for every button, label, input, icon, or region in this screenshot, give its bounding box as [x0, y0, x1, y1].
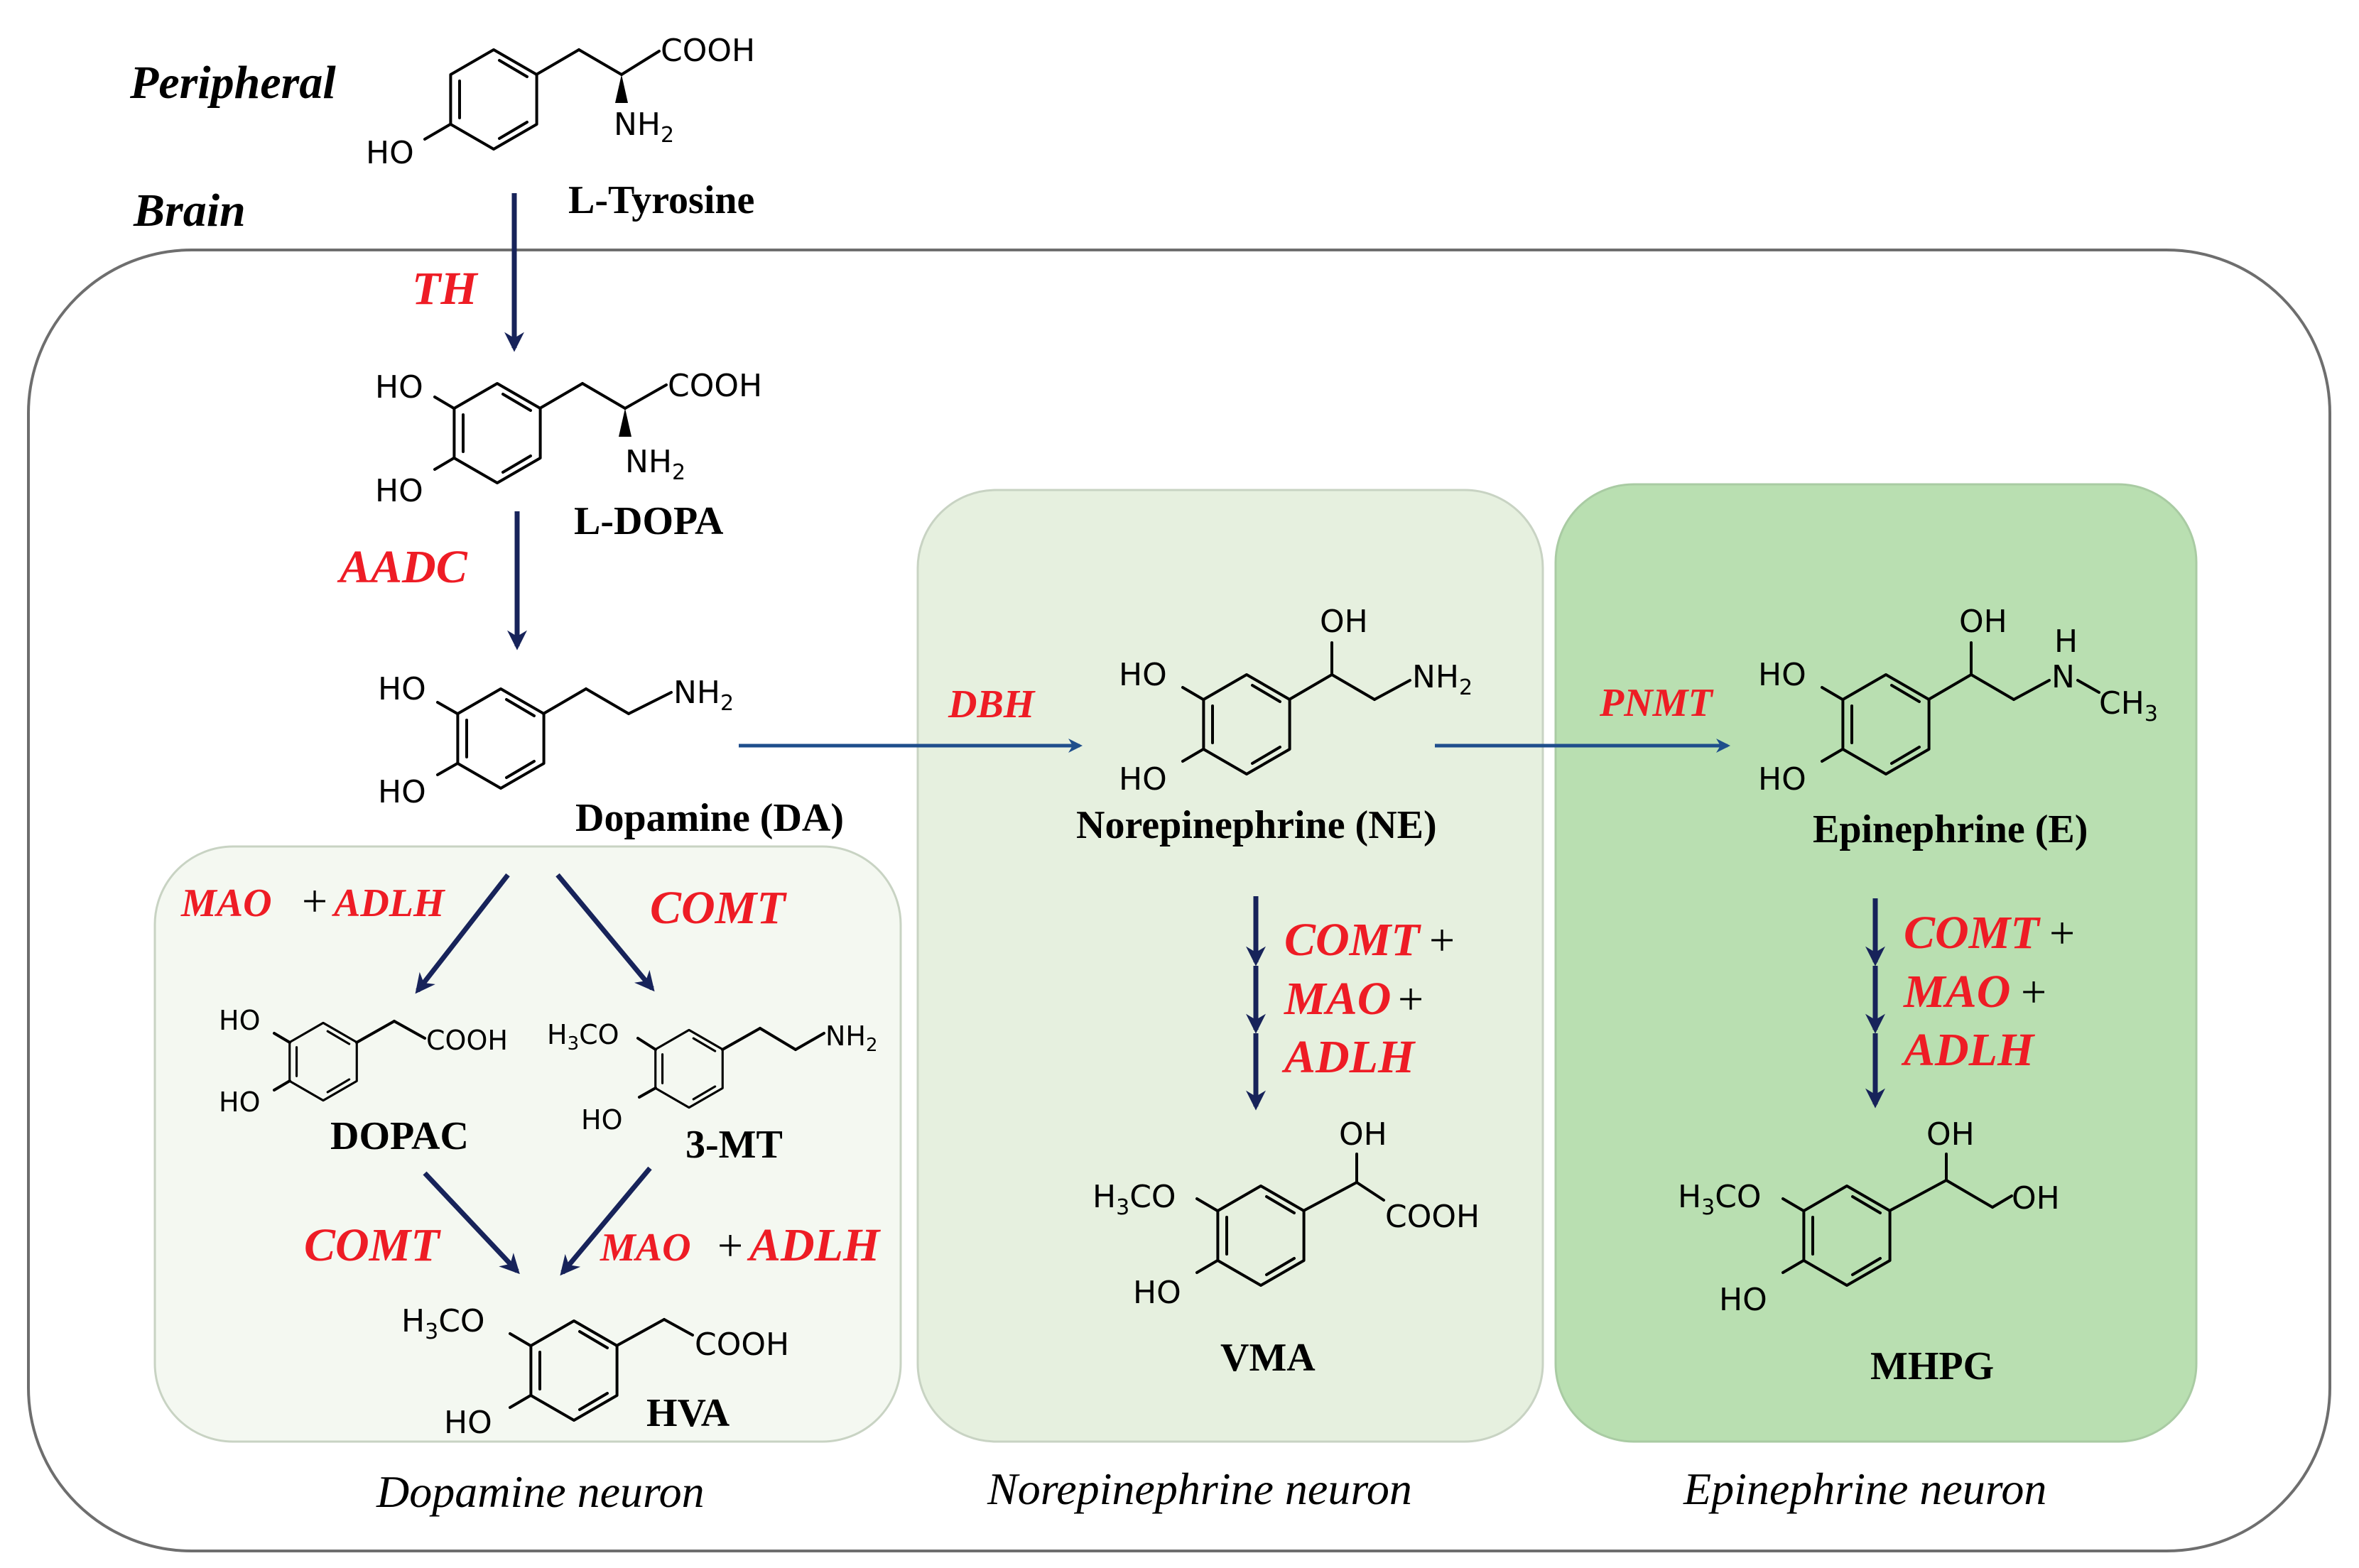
- plus-sign: +: [1398, 974, 1423, 1024]
- vma-structure: H3CO HO OH COOH: [1092, 1116, 1480, 1311]
- enzyme-comt: COMT: [1284, 914, 1421, 966]
- enzyme-adlh: ADLH: [747, 1219, 882, 1271]
- plus-sign: +: [2021, 967, 2046, 1017]
- atom-cooh: COOH: [426, 1025, 508, 1056]
- norepinephrine-name: Norepinephrine (NE): [1076, 803, 1437, 847]
- enzyme-stack-e: COMT + MAO + ADLH: [1901, 907, 2075, 1076]
- vma-name: VMA: [1220, 1336, 1316, 1380]
- enzyme-adlh: ADLH: [1281, 1031, 1416, 1083]
- arrow-dopac-to-hva: [423, 1171, 520, 1275]
- atom-nh2: NH2: [625, 444, 685, 485]
- atom-h3co: H3CO: [547, 1019, 619, 1055]
- enzyme-comt: COMT: [304, 1219, 441, 1271]
- atom-oh: OH: [1320, 604, 1368, 640]
- atom-ho: HO: [366, 135, 414, 171]
- atom-ho: HO: [1758, 657, 1806, 693]
- enzyme-adlh: ADLH: [332, 881, 445, 925]
- hva-name: HVA: [646, 1391, 730, 1435]
- 3mt-structure: H3CO HO NH2: [547, 1019, 878, 1136]
- dopac-name: DOPAC: [330, 1114, 469, 1158]
- plus-sign: +: [1429, 915, 1455, 965]
- enzyme-adlh: ADLH: [1901, 1024, 2036, 1076]
- atom-nh2: NH2: [673, 675, 734, 716]
- atom-h3co: H3CO: [1678, 1179, 1762, 1220]
- mhpg-name: MHPG: [1870, 1344, 1994, 1388]
- atom-h: H: [2054, 624, 2078, 660]
- enzyme-mao: MAO: [600, 1226, 691, 1270]
- dopamine-neuron-label: Dopamine neuron: [376, 1466, 705, 1517]
- enzyme-pnmt: PNMT: [1599, 681, 1714, 725]
- plus-sign: +: [302, 876, 327, 926]
- atom-oh: OH: [2012, 1180, 2060, 1216]
- enzyme-label-mao-adlh-top: MAO + ADLH: [180, 876, 445, 926]
- atom-ho: HO: [378, 774, 426, 810]
- hva-structure: H3CO HO COOH: [401, 1303, 789, 1441]
- atom-ho: HO: [444, 1405, 492, 1441]
- atom-cooh: COOH: [1385, 1199, 1480, 1235]
- mhpg-structure: H3CO HO OH OH: [1678, 1116, 2060, 1318]
- ldopa-name: L-DOPA: [574, 499, 724, 543]
- atom-nh2: NH2: [614, 107, 674, 148]
- atom-ho: HO: [1719, 1282, 1767, 1318]
- atom-oh: OH: [1926, 1116, 1975, 1153]
- tyrosine-structure: HO COOH NH2: [366, 33, 755, 171]
- dopamine-structure: HO HO NH2: [378, 671, 734, 810]
- atom-n: N: [2051, 659, 2075, 695]
- epinephrine-name: Epinephrine (E): [1813, 807, 2088, 851]
- enzyme-comt: COMT: [650, 882, 787, 934]
- atom-cooh: COOH: [661, 33, 755, 69]
- enzyme-th: TH: [412, 263, 479, 315]
- 3mt-name: 3-MT: [685, 1123, 783, 1167]
- arrow-dopamine-to-dopac: [415, 873, 510, 994]
- atom-oh: OH: [1959, 604, 2007, 640]
- atom-ho: HO: [1119, 657, 1167, 693]
- atom-cooh: COOH: [695, 1327, 789, 1363]
- dopac-structure: HO HO COOH: [219, 1005, 508, 1118]
- norepinephrine-neuron-box: [916, 489, 1544, 1443]
- epinephrine-structure: HO HO OH H N CH3: [1758, 604, 2158, 797]
- arrow-3mt-to-hva: [560, 1166, 652, 1276]
- enzyme-mao: MAO: [180, 881, 272, 925]
- norepinephrine-neuron-label: Norepinephrine neuron: [987, 1464, 1412, 1514]
- epinephrine-neuron-label: Epinephrine neuron: [1683, 1464, 2046, 1514]
- norepinephrine-structure: HO HO OH NH2: [1119, 604, 1473, 797]
- enzyme-stack-ne: COMT + MAO + ADLH: [1281, 914, 1455, 1083]
- atom-ho: HO: [1758, 761, 1806, 797]
- dopamine-name: Dopamine (DA): [575, 796, 844, 840]
- dopamine-neuron-box: [153, 845, 902, 1443]
- tyrosine-name: L-Tyrosine: [568, 178, 754, 222]
- plus-sign: +: [2049, 908, 2075, 958]
- atom-ho: HO: [378, 671, 426, 707]
- peripheral-label: Peripheral: [129, 57, 336, 109]
- ldopa-structure: HO HO COOH NH2: [375, 368, 762, 509]
- atom-ho: HO: [1133, 1275, 1181, 1311]
- atom-ho: HO: [375, 473, 423, 509]
- atom-ho: HO: [219, 1005, 260, 1036]
- plus-sign: +: [717, 1220, 743, 1270]
- enzyme-comt: COMT: [1904, 907, 2041, 959]
- atom-cooh: COOH: [668, 368, 762, 404]
- enzyme-label-mao-adlh-bottom: MAO + ADLH: [600, 1219, 882, 1271]
- epinephrine-neuron-box: [1554, 483, 2198, 1443]
- atom-h3co: H3CO: [401, 1303, 485, 1344]
- atom-h3co: H3CO: [1092, 1179, 1176, 1220]
- atom-ho: HO: [581, 1104, 622, 1136]
- enzyme-mao: MAO: [1284, 973, 1391, 1025]
- brain-label: Brain: [133, 185, 246, 236]
- atom-ho: HO: [219, 1087, 260, 1118]
- brain-container: [27, 249, 2331, 1552]
- enzyme-aadc: AADC: [337, 541, 468, 593]
- enzyme-dbh: DBH: [948, 682, 1036, 726]
- arrow-dopamine-to-3mt: [555, 873, 655, 992]
- atom-ho: HO: [1119, 761, 1167, 797]
- enzyme-mao: MAO: [1903, 966, 2010, 1018]
- atom-ho: HO: [375, 369, 423, 405]
- atom-oh: OH: [1339, 1116, 1387, 1153]
